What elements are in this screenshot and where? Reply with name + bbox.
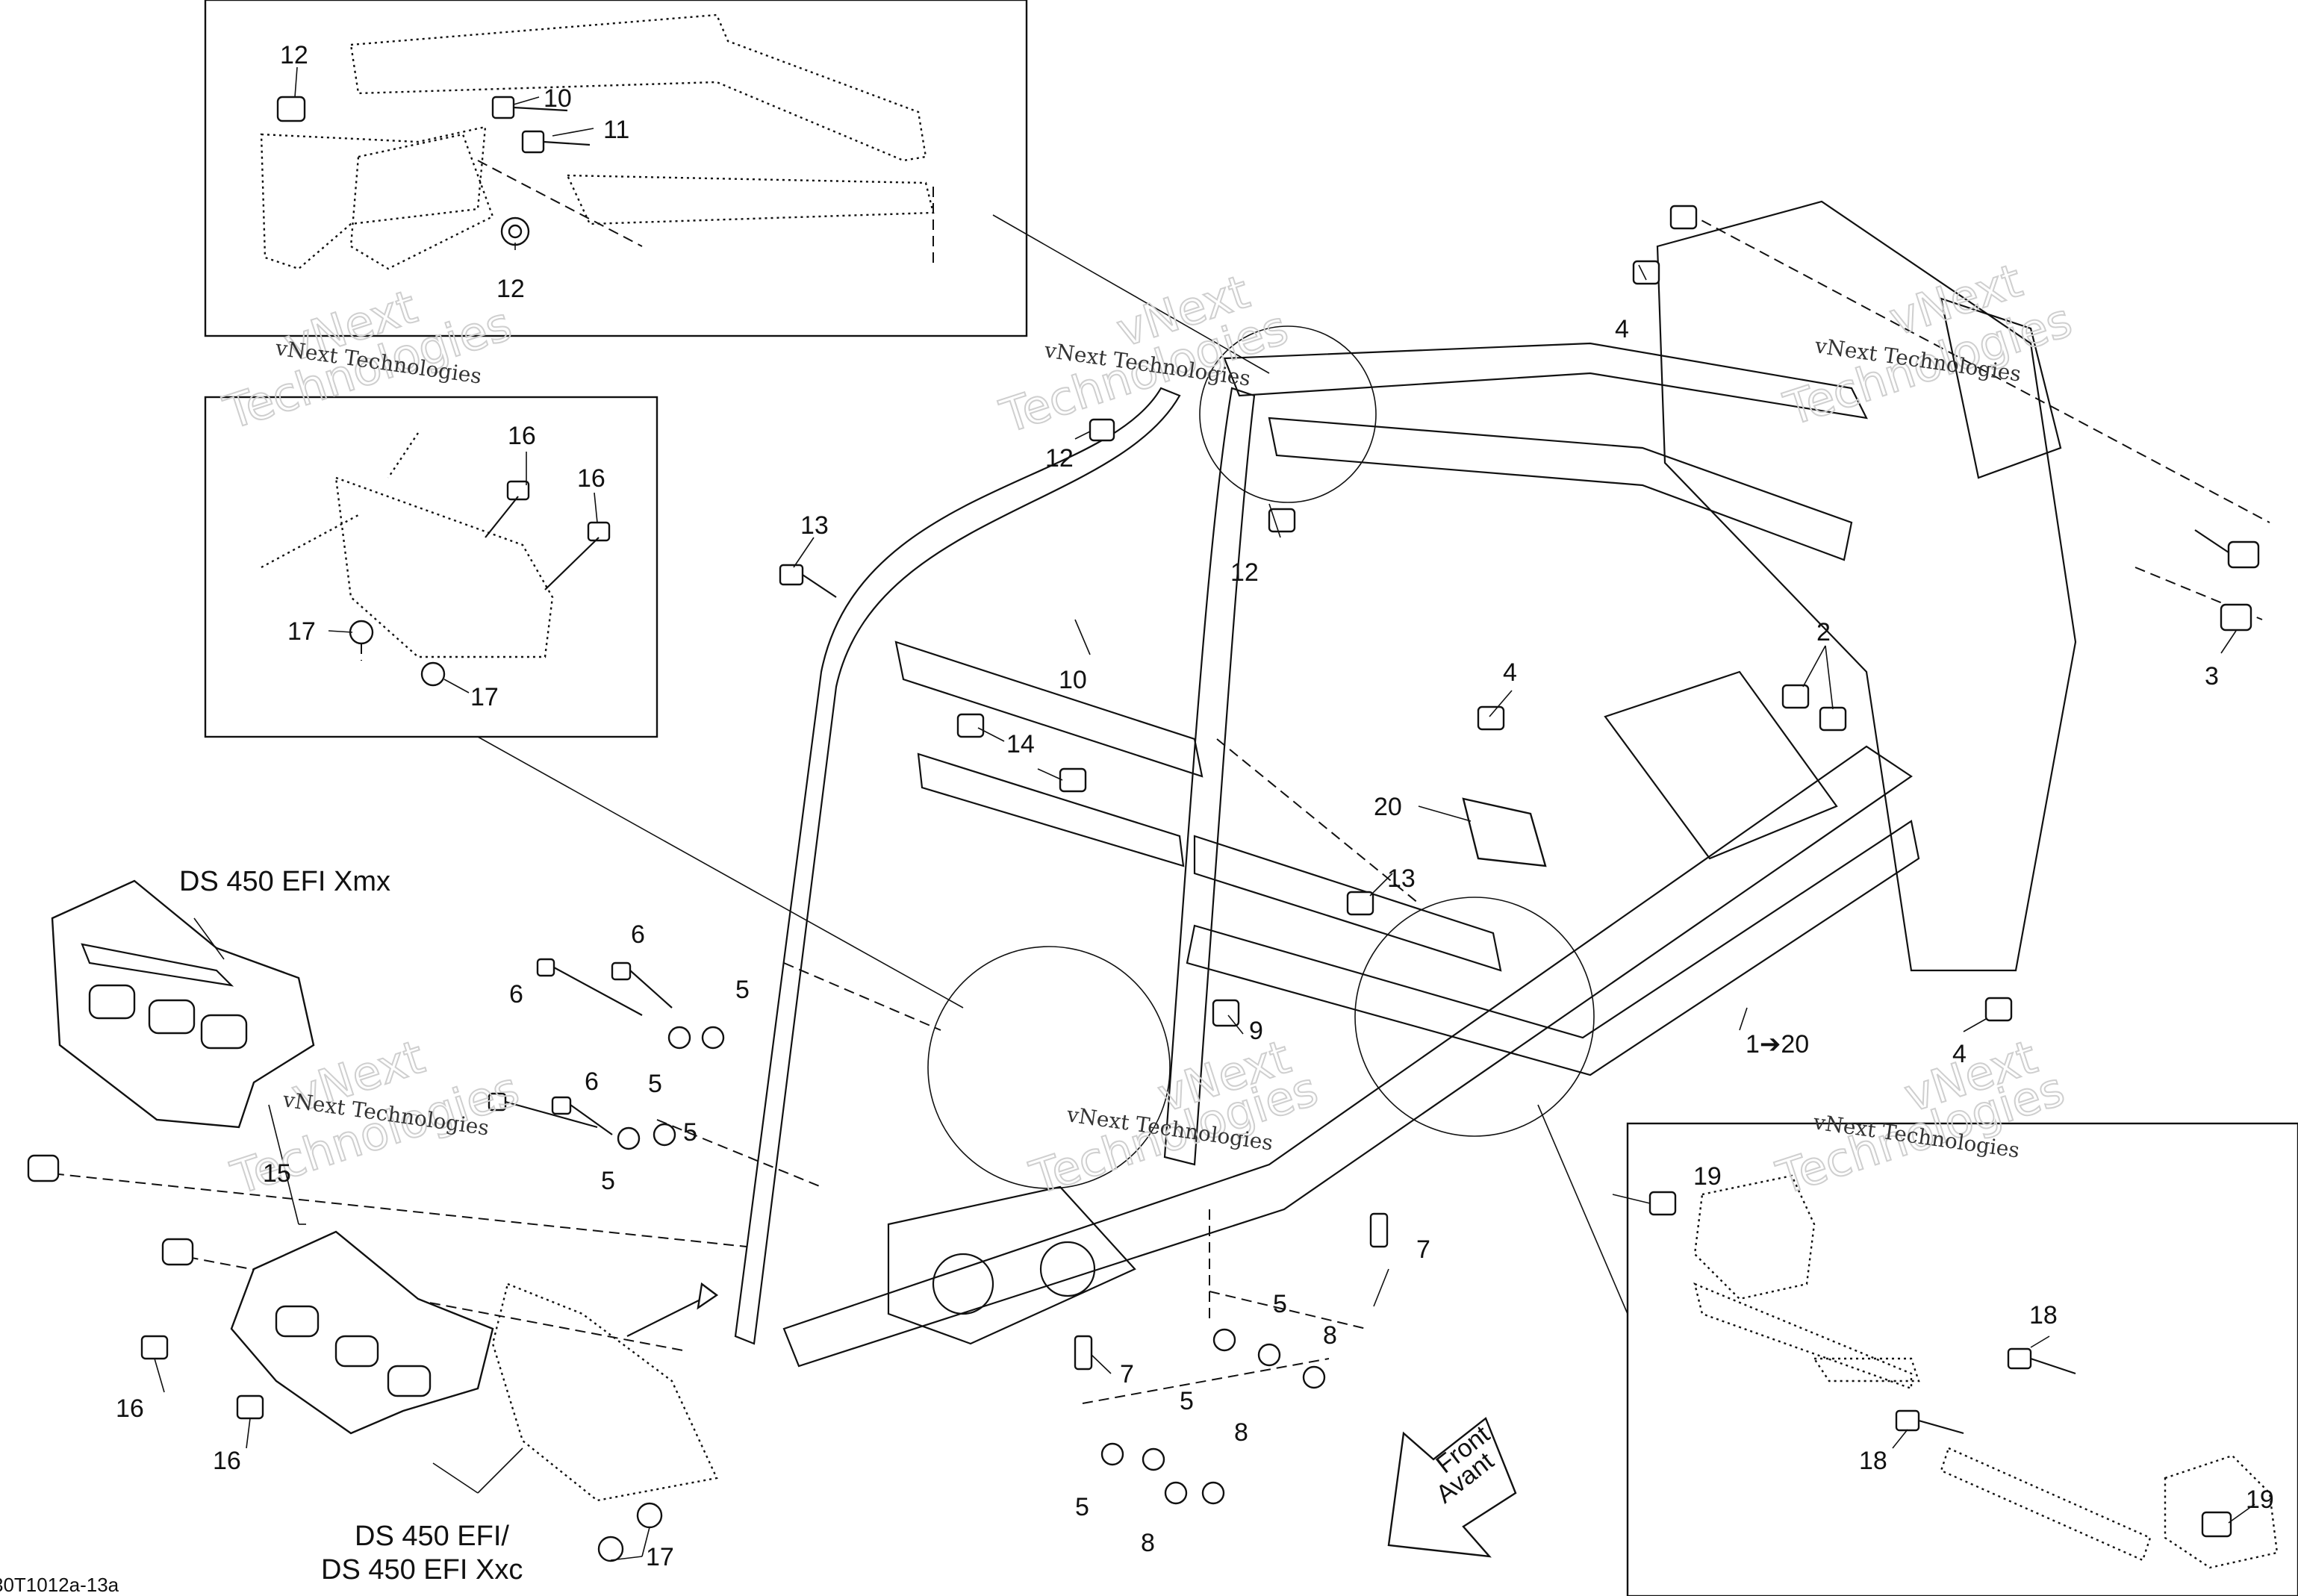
callout: 9 — [1249, 1017, 1263, 1045]
inset-box-top-left — [204, 0, 1028, 337]
callout: 16 — [213, 1447, 241, 1475]
callout-numbers: 12 10 11 12 16 16 17 17 12 13 12 10 14 1… — [116, 41, 2274, 1571]
callout: 3 — [2205, 662, 2219, 691]
callout: 10 — [544, 84, 572, 113]
callout: 18 — [2029, 1301, 2058, 1330]
callout: 1➔20 — [1746, 1030, 1809, 1059]
callout: 19 — [2246, 1486, 2274, 1514]
front-direction-arrow: Front Avant — [1387, 1417, 1517, 1558]
callout: 12 — [1230, 558, 1259, 587]
callout: 10 — [1059, 666, 1087, 694]
callout: 12 — [1045, 444, 1074, 473]
main-frame — [734, 200, 2077, 1368]
callout: 15 — [263, 1159, 291, 1188]
callout: 6 — [631, 920, 645, 949]
callout: 17 — [287, 617, 316, 646]
callout: 5 — [1273, 1290, 1287, 1318]
inset-leader-line — [992, 214, 1270, 374]
callout: 5 — [735, 976, 750, 1004]
callout: 13 — [800, 511, 829, 540]
callout: 5 — [601, 1167, 615, 1195]
model-label-efi: DS 450 EFI/ — [355, 1521, 509, 1552]
callout: 16 — [116, 1394, 144, 1423]
model-label-xmx: DS 450 EFI Xmx — [179, 866, 390, 897]
callout: 14 — [1006, 730, 1035, 758]
callout: 7 — [1120, 1360, 1134, 1388]
callout: 11 — [603, 116, 629, 144]
inset-leader-line — [1537, 1104, 1628, 1315]
hardware-parts — [488, 205, 2260, 1505]
callout: 17 — [646, 1543, 674, 1571]
callout: 4 — [1615, 315, 1629, 343]
inset-guard-assembly — [261, 432, 611, 687]
callout: 12 — [280, 41, 308, 69]
guard-xmx — [51, 879, 315, 1129]
callout-leaders — [154, 66, 2255, 1561]
callout: 8 — [1234, 1418, 1248, 1447]
inset-leader-line — [477, 736, 964, 1009]
callout: 4 — [1503, 658, 1517, 687]
model-label-xxc: DS 450 EFI Xxc — [321, 1554, 523, 1586]
inset-box-bottom-right — [1626, 1122, 2298, 1596]
callout: 5 — [648, 1070, 662, 1098]
callout: 5 — [1075, 1493, 1089, 1521]
inset-footpeg-assembly — [1648, 1174, 2279, 1569]
callout: 17 — [470, 683, 499, 711]
callout: 8 — [1323, 1321, 1337, 1350]
callout: 8 — [1141, 1529, 1155, 1557]
callout: 20 — [1374, 793, 1402, 821]
callout: 5 — [1180, 1387, 1194, 1415]
drawing-code: 30T1012a-13a — [0, 1574, 119, 1596]
callout: 19 — [1693, 1162, 1722, 1191]
callout: 12 — [496, 275, 525, 303]
callout: 16 — [508, 422, 536, 450]
guard-xxc — [27, 1154, 719, 1562]
callout: 6 — [509, 980, 523, 1009]
callout: 7 — [1416, 1235, 1430, 1264]
callout: 4 — [1952, 1040, 1967, 1068]
inset-rail-assembly — [260, 13, 935, 270]
callout: 5 — [683, 1118, 697, 1147]
callout: 2 — [1816, 618, 1831, 646]
callout: 16 — [577, 464, 605, 493]
callout: 18 — [1859, 1447, 1887, 1475]
callout: 6 — [585, 1067, 599, 1096]
callout: 13 — [1387, 864, 1416, 893]
